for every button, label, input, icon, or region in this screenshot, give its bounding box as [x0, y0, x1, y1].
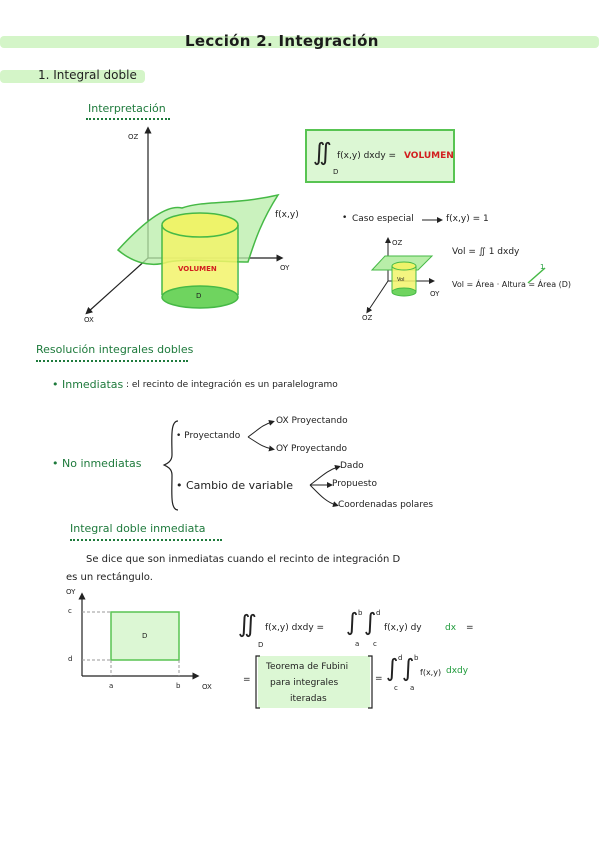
caso-condition: f(x,y) = 1: [446, 214, 489, 224]
caso-especial-label: Caso especial: [352, 214, 414, 224]
caso-vol-small: Vol: [397, 277, 405, 283]
eq2-d: d: [398, 654, 403, 662]
title-highlight: [0, 36, 599, 48]
eq2-eq: =: [375, 674, 383, 684]
caso-axis-y: OY: [430, 290, 440, 298]
eq1-integral: ∬: [238, 610, 257, 638]
eq1-b: b: [358, 609, 363, 617]
axis-x-line: [85, 257, 149, 315]
eq2-int-outer: ∫: [386, 654, 399, 682]
resolucion-heading: Resolución integrales dobles: [36, 343, 194, 356]
caso-bullet: •: [342, 213, 348, 223]
plot-axis-y: OY: [66, 588, 76, 596]
formula-body: f(x,y) dxdy =: [337, 151, 397, 161]
heading-underline: [86, 114, 170, 120]
eq2-dxdy: dxdy: [446, 666, 469, 676]
section-heading: 1. Integral doble: [38, 68, 137, 82]
plot-D: D: [142, 632, 148, 640]
inmediata-text-2: es un rectángulo.: [66, 572, 153, 583]
cambio-variable: • Cambio de variable: [176, 479, 294, 492]
ox-proyectando: OX Proyectando: [276, 416, 348, 426]
domain-base: [161, 285, 239, 309]
formula-result: VOLUMEN: [404, 151, 454, 161]
eq1-int-outer: ∫: [346, 608, 359, 636]
eq2-body: f(x,y): [420, 668, 442, 677]
fubini-box: [258, 656, 370, 708]
axis-z-label: OZ: [128, 133, 139, 141]
coordenadas-label: Coordenadas polares: [338, 500, 434, 510]
cylinder-top: [161, 212, 239, 238]
eq1-end: =: [466, 623, 474, 633]
vol-formula: Vol = ∬ 1 dxdy: [452, 247, 520, 257]
plot-b: b: [176, 682, 181, 690]
double-integral-symbol: ∬: [313, 138, 332, 166]
page-title: Lección 2. Integración: [185, 32, 379, 50]
inmediata-underline: [70, 535, 222, 541]
inmediatas-label: • Inmediatas: [52, 378, 124, 391]
eq2-c: c: [394, 684, 398, 692]
fubini-line3: iteradas: [290, 694, 327, 704]
eq2-b: b: [414, 654, 419, 662]
axis-y-label: OY: [280, 264, 290, 272]
vol-area: Vol = Área · Altura = Área (D): [452, 280, 572, 289]
caso-axis-x: OZ: [362, 314, 373, 322]
oy-proyectando: OY Proyectando: [276, 444, 348, 454]
eq1-body2: f(x,y) dy: [384, 623, 422, 633]
eq1-body: f(x,y) dxdy =: [265, 623, 325, 633]
eq2-start: =: [243, 675, 251, 685]
caso-axis-z: OZ: [392, 239, 403, 247]
eq2-int-inner: ∫: [402, 654, 415, 682]
eq2-a: a: [410, 684, 415, 692]
plot-d: d: [68, 655, 73, 663]
plot-axis-x: OX: [202, 683, 212, 691]
volume-label: VOLUMEN: [178, 265, 217, 273]
proyectando-label: • Proyectando: [176, 431, 241, 441]
eq1-c: c: [373, 640, 377, 648]
formula-box: [305, 129, 455, 183]
dado-label: Dado: [340, 461, 364, 471]
no-inmediatas-label: • No inmediatas: [52, 457, 142, 470]
domain-label: D: [196, 292, 202, 300]
domain-rectangle: [110, 611, 180, 661]
fubini-line1: Teorema de Fubini: [266, 662, 349, 672]
eq1-a: a: [355, 640, 360, 648]
plot-a: a: [109, 682, 114, 690]
eq1-sub: D: [258, 641, 264, 649]
resolucion-underline: [36, 356, 188, 362]
inmediata-text-1: Se dice que son inmediatas cuando el rec…: [86, 554, 401, 565]
plot-c: c: [68, 607, 72, 615]
eq1-dx: dx: [445, 623, 457, 633]
inmediatas-text: : el recinto de integración es un parale…: [126, 380, 338, 390]
fubini-line2: para integrales: [270, 678, 339, 688]
section1-highlight: [0, 70, 145, 83]
propuesto-label: Propuesto: [332, 479, 377, 489]
formula-sub: D: [333, 168, 339, 176]
altura-one: 1: [540, 263, 545, 271]
inmediata-heading: Integral doble inmediata: [70, 522, 206, 535]
axis-x-label: OX: [84, 316, 94, 324]
eq1-int-inner: ∫: [364, 608, 377, 636]
surface-label: f(x,y): [275, 210, 299, 220]
interpretacion-heading: Interpretación: [88, 102, 166, 115]
eq1-d: d: [376, 609, 381, 617]
